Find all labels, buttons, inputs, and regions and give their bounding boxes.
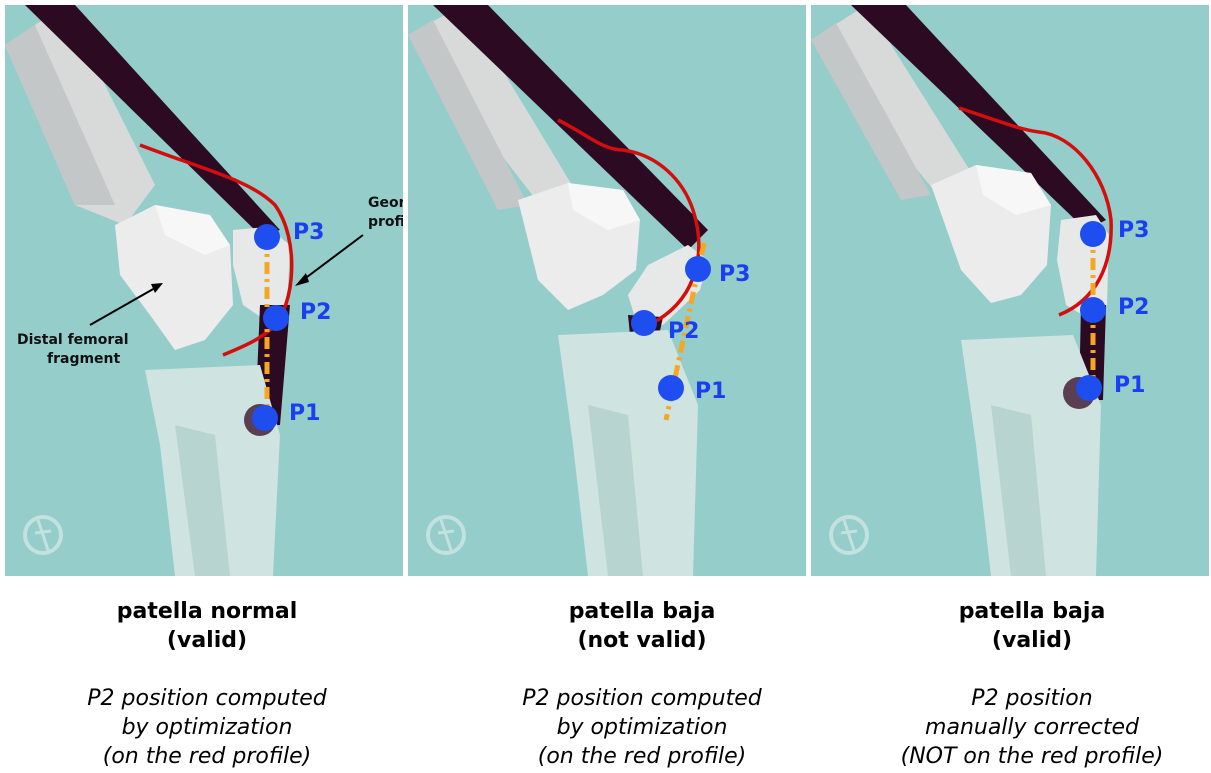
point-p2-marker (1080, 297, 1106, 323)
caption-sub-line1: P2 position computed (7, 684, 407, 713)
caption-title-line2: (not valid) (440, 626, 844, 655)
panel-patella-normal: P3 P2 P1 Geometrical profile Distal femo… (5, 5, 403, 576)
point-p2-label: P2 (668, 319, 699, 344)
point-p3-label: P3 (1118, 218, 1149, 243)
caption-sub-line2: by optimization (440, 713, 844, 742)
caption-sub-line3: (on the red profile) (7, 742, 407, 771)
caption-sub-line1: P2 position computed (440, 684, 844, 713)
knee-render-3: P3 P2 P1 (811, 5, 1209, 576)
knee-render-2: P3 P2 P1 (408, 5, 806, 576)
caption-sub-line3: (NOT on the red profile) (853, 742, 1211, 771)
caption-title-line2: (valid) (853, 626, 1211, 655)
point-p2-marker (263, 305, 289, 331)
point-p1-label: P1 (289, 401, 320, 426)
point-p3-label: P3 (719, 262, 750, 287)
caption-sub-line2: by optimization (7, 713, 407, 742)
point-p3-marker (1080, 221, 1106, 247)
caption-panel-2: patella baja (not valid) P2 position com… (440, 597, 844, 771)
point-p1-marker (1076, 375, 1102, 401)
caption-title-line1: patella normal (7, 597, 407, 626)
point-p1-marker (252, 405, 278, 431)
caption-panel-3: patella baja (valid) P2 position manuall… (853, 597, 1211, 771)
caption-title-line1: patella baja (440, 597, 844, 626)
panel-patella-baja-valid: P3 P2 P1 (811, 5, 1209, 576)
annotation-fragment-line2: fragment (47, 351, 121, 367)
point-p2-label: P2 (1118, 295, 1149, 320)
point-p3-label: P3 (293, 220, 324, 245)
caption-panel-1: patella normal (valid) P2 position compu… (7, 597, 407, 771)
annotation-profile-line1: Geometrical (368, 195, 403, 211)
point-p1-label: P1 (1114, 373, 1145, 398)
point-p1-label: P1 (695, 379, 726, 404)
annotation-fragment-line1: Distal femoral (17, 332, 129, 348)
caption-sub-line3: (on the red profile) (440, 742, 844, 771)
point-p3-marker (685, 256, 711, 282)
panel-patella-baja-not-valid: P3 P2 P1 (408, 5, 806, 576)
caption-title-line2: (valid) (7, 626, 407, 655)
knee-render-1: P3 P2 P1 Geometrical profile Distal femo… (5, 5, 403, 576)
point-p2-marker (631, 310, 657, 336)
point-p1-marker (658, 375, 684, 401)
point-p3-marker (254, 224, 280, 250)
annotation-profile-line2: profile (368, 214, 403, 230)
caption-title-line1: patella baja (853, 597, 1211, 626)
caption-sub-line1: P2 position (853, 684, 1211, 713)
point-p2-label: P2 (300, 300, 331, 325)
caption-sub-line2: manually corrected (853, 713, 1211, 742)
